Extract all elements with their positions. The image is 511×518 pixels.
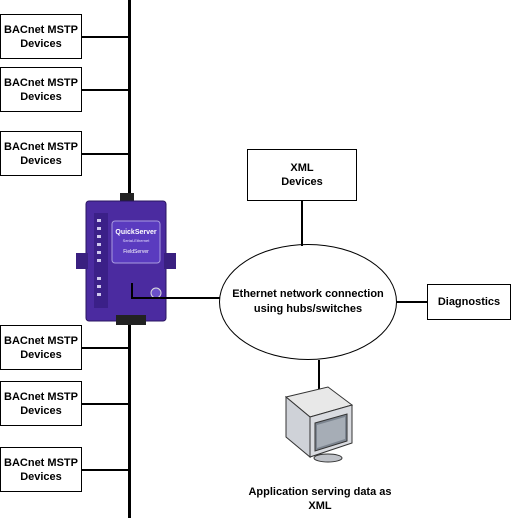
connector-line [82,347,128,349]
quickserver-gateway-icon: QuickServer Serial-Ethernet FieldServer [76,193,176,325]
gateway-vendor-text: FieldServer [123,249,149,255]
connector-line [301,201,303,246]
diagnostics-box: Diagnostics [427,284,511,320]
ethernet-network-ellipse: Ethernet network connection using hubs/s… [219,244,397,360]
ethernet-connector-line [131,297,221,299]
connector-line [396,301,427,303]
connector-line [82,89,128,91]
bacnet-mstp-devices-box: BACnet MSTP Devices [0,131,82,176]
computer-caption: Application serving data as XML [248,486,392,512]
connector-line [82,469,128,471]
bacnet-mstp-devices-box: BACnet MSTP Devices [0,325,82,370]
connector-line [82,403,128,405]
gateway-brand-text: QuickServer [115,229,157,236]
connector-line [82,36,128,38]
xml-devices-box: XML Devices [247,149,357,201]
bacnet-mstp-devices-box: BACnet MSTP Devices [0,14,82,59]
bacnet-mstp-devices-box: BACnet MSTP Devices [0,381,82,426]
connector-line [318,360,320,390]
connector-line [82,153,128,155]
ethernet-connector-line [131,283,133,299]
bacnet-mstp-devices-box: BACnet MSTP Devices [0,67,82,112]
bacnet-mstp-devices-box: BACnet MSTP Devices [0,447,82,492]
gateway-subtitle-text: Serial-Ethernet [123,238,151,243]
computer-monitor-icon [284,386,354,463]
